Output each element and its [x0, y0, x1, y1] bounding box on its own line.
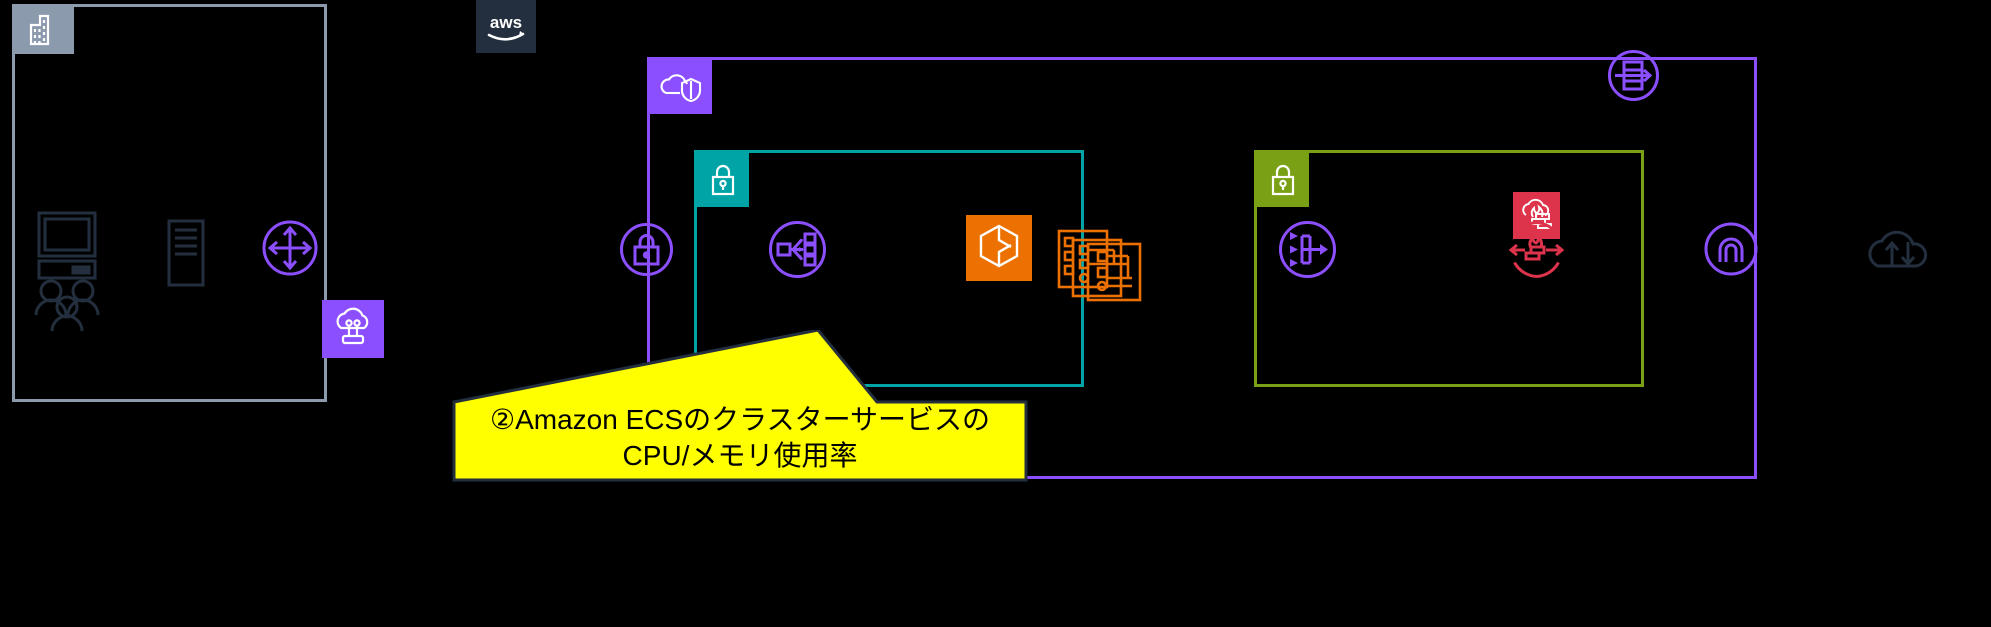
public-subnet-badge [696, 152, 749, 207]
padlock-icon [1268, 162, 1298, 198]
server-rack-icon [166, 218, 206, 288]
corporate-building-icon [29, 13, 59, 47]
traffic-distribution-icon [1276, 218, 1339, 281]
firewall-endpoint-icon [1505, 218, 1568, 281]
ecs-service-hexagon-icon [976, 222, 1022, 275]
direct-connect-cloud-icon [332, 307, 374, 352]
load-balancer-icon [766, 218, 829, 281]
group-private-subnet [1254, 150, 1644, 387]
callout-ecs-metrics: ②Amazon ECSのクラスターサービスの CPU/メモリ使用率 [452, 330, 1028, 482]
internet-gateway-icon [1702, 220, 1760, 278]
router-four-arrows-icon [261, 219, 319, 277]
aws-logo: aws [476, 0, 536, 53]
group-virtual-private-cloud [647, 57, 1757, 479]
nat-gateway-icon [1606, 48, 1661, 103]
group-corporate-data-center [12, 4, 327, 402]
private-subnet-badge [1256, 152, 1309, 207]
desktop-computer-users-icon [33, 210, 101, 335]
internet-cloud-icon [1862, 222, 1938, 278]
ecs-task-definition-stack-icon [1056, 228, 1144, 304]
aws-wordmark-text: aws [490, 13, 522, 32]
network-firewall-tile [1513, 192, 1560, 239]
direct-connect-tile [322, 300, 384, 358]
vpc-badge [649, 59, 712, 114]
corporate-building-badge [14, 6, 74, 54]
cloud-shield-icon [659, 70, 703, 104]
callout-balloon-shape [452, 330, 1028, 482]
ecs-service-tile [966, 215, 1032, 281]
vpn-gateway-icon [618, 221, 675, 278]
padlock-icon [708, 162, 738, 198]
callout-text: ②Amazon ECSのクラスターサービスの CPU/メモリ使用率 [489, 404, 991, 471]
